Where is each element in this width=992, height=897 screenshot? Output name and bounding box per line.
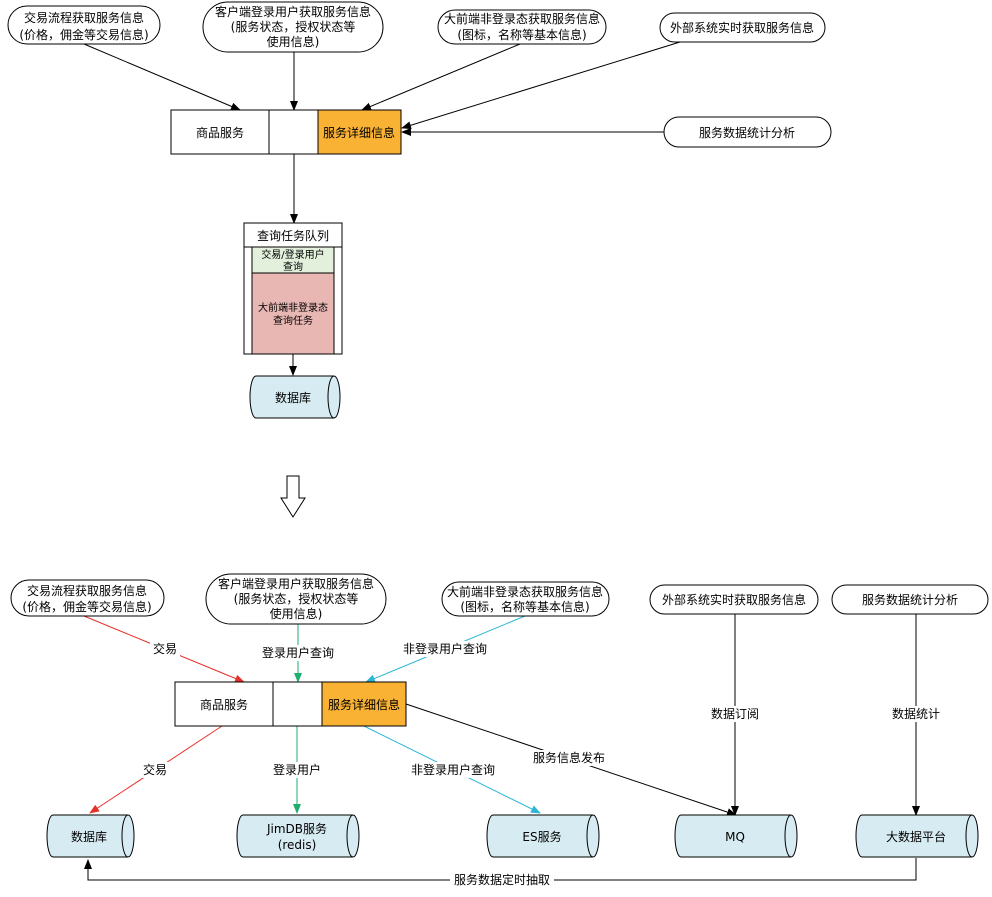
queue-item-front-line1: 大前端非登录态 — [258, 301, 328, 314]
label-nologin-out-group: 非登录用户查询 — [408, 762, 498, 778]
top-goods-service-label: 商品服务 — [196, 125, 244, 140]
top-source-front: 大前端非登录态获取服务信息 (图标，名称等基本信息) — [437, 9, 607, 45]
store-jimdb: JimDB服务 (redis) — [236, 814, 360, 858]
top-source-stats: 服务数据统计分析 — [663, 116, 832, 148]
bottom-source-front-line2: (图标，名称等基本信息) — [460, 599, 589, 614]
top-service-detail-label: 服务详细信息 — [323, 125, 395, 140]
queue-item-front-line2: 查询任务 — [273, 314, 313, 327]
edge-front-to-detail — [361, 43, 521, 111]
bottom-service-bar: 商品服务 服务详细信息 — [174, 681, 407, 727]
bottom-source-client-line3: 使用信息) — [270, 606, 323, 621]
bottom-source-client: 客户端登录用户获取服务信息 (服务状态，授权状态等 使用信息) — [205, 573, 387, 625]
label-login-out: 登录用户 — [273, 762, 321, 777]
top-source-client: 客户端登录用户获取服务信息 (服务状态，授权状态等 使用信息) — [202, 1, 384, 53]
label-extract-group: 服务数据定时抽取 — [450, 872, 554, 888]
label-trade-out: 交易 — [143, 762, 167, 777]
queue-item-login-line2: 查询 — [283, 260, 303, 273]
label-trade-in-group: 交易 — [150, 641, 180, 657]
top-source-client-line2: (服务状态，授权状态等 — [231, 19, 356, 34]
label-login-out-group: 登录用户 — [270, 762, 324, 778]
top-source-stats-label: 服务数据统计分析 — [699, 125, 795, 140]
top-service-bar: 商品服务 服务详细信息 — [170, 109, 402, 155]
bottom-source-external-label: 外部系统实时获取服务信息 — [662, 592, 806, 607]
query-task-queue: 查询任务队列 交易/登录用户 查询 大前端非登录态 查询任务 — [243, 222, 343, 355]
bottom-source-front-line1: 大前端非登录态获取服务信息 — [447, 584, 603, 599]
top-source-front-line2: (图标，名称等基本信息) — [457, 27, 586, 42]
label-nologin-in-group: 非登录用户查询 — [400, 641, 490, 657]
label-extract: 服务数据定时抽取 — [454, 872, 550, 887]
top-source-trade: 交易流程获取服务信息 (价格，佣金等交易信息) — [7, 5, 161, 45]
store-database: 数据库 — [46, 814, 135, 858]
label-statistics-group: 数据统计 — [889, 706, 943, 722]
top-database-cylinder: 数据库 — [249, 375, 341, 419]
label-publish-group: 服务信息发布 — [530, 750, 608, 766]
top-source-client-line3: 使用信息) — [267, 34, 320, 49]
top-source-trade-line2: (价格，佣金等交易信息) — [19, 27, 148, 42]
edge-trade-to-goods — [83, 43, 241, 111]
label-login-in: 登录用户查询 — [262, 645, 334, 660]
bottom-source-client-line2: (服务状态，授权状态等 — [234, 591, 359, 606]
bottom-source-trade: 交易流程获取服务信息 (价格，佣金等交易信息) — [10, 579, 165, 617]
bottom-source-trade-line2: (价格，佣金等交易信息) — [22, 599, 151, 614]
bottom-source-external: 外部系统实时获取服务信息 — [649, 584, 819, 615]
top-database-label: 数据库 — [275, 390, 311, 405]
queue-item-login-line1: 交易/登录用户 — [261, 248, 324, 261]
store-jimdb-line2: (redis) — [278, 838, 317, 852]
bottom-source-stats-label: 服务数据统计分析 — [862, 592, 958, 607]
top-source-trade-line1: 交易流程获取服务信息 — [24, 10, 144, 25]
label-login-in-group: 登录用户查询 — [260, 645, 336, 661]
bottom-service-detail-label: 服务详细信息 — [328, 697, 400, 712]
top-source-front-line1: 大前端非登录态获取服务信息 — [444, 11, 600, 26]
label-nologin-out: 非登录用户查询 — [411, 762, 495, 777]
top-source-external-label: 外部系统实时获取服务信息 — [670, 20, 814, 35]
top-source-external: 外部系统实时获取服务信息 — [659, 12, 826, 43]
label-subscribe-group: 数据订阅 — [708, 706, 762, 722]
label-statistics: 数据统计 — [892, 706, 940, 721]
bottom-source-front: 大前端非登录态获取服务信息 (图标，名称等基本信息) — [441, 581, 610, 617]
store-database-label: 数据库 — [71, 829, 107, 844]
label-subscribe: 数据订阅 — [711, 706, 759, 721]
label-nologin-in: 非登录用户查询 — [403, 641, 487, 656]
top-source-client-line1: 客户端登录用户获取服务信息 — [215, 4, 371, 19]
label-trade-in: 交易 — [153, 641, 177, 656]
down-arrow-icon — [280, 475, 306, 518]
store-bigdata: 大数据平台 — [855, 814, 979, 858]
bottom-source-stats: 服务数据统计分析 — [831, 584, 989, 615]
label-publish: 服务信息发布 — [533, 750, 605, 765]
bottom-source-client-line1: 客户端登录用户获取服务信息 — [218, 576, 374, 591]
store-jimdb-line1: JimDB服务 — [266, 821, 327, 836]
bottom-goods-service-label: 商品服务 — [200, 697, 248, 712]
queue-title: 查询任务队列 — [257, 228, 329, 243]
store-mq: MQ — [674, 814, 798, 858]
store-es: ES服务 — [486, 814, 600, 858]
label-trade-out-group: 交易 — [140, 762, 170, 778]
edge-external-to-detail — [401, 41, 681, 130]
store-bigdata-label: 大数据平台 — [886, 829, 946, 844]
store-mq-label: MQ — [725, 830, 745, 844]
bottom-source-trade-line1: 交易流程获取服务信息 — [27, 583, 147, 598]
store-es-label: ES服务 — [522, 829, 561, 844]
